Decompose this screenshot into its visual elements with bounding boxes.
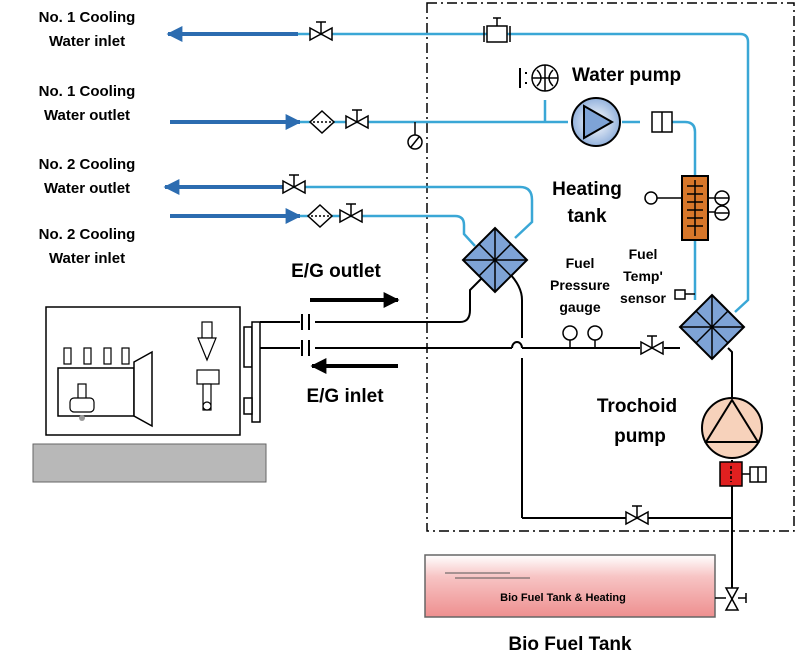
label-trochoid-2: pump bbox=[614, 426, 666, 447]
label-no2-outlet-2: Water outlet bbox=[44, 180, 130, 197]
label-no2-outlet-1: No. 2 Cooling bbox=[39, 156, 136, 173]
label-heating-tank-1: Heating bbox=[552, 179, 622, 200]
water-pump-indicator-icon bbox=[519, 64, 559, 92]
eg-couplings bbox=[301, 314, 310, 356]
label-eg-inlet: E/G inlet bbox=[306, 386, 384, 407]
water-pump-motor-icon bbox=[651, 111, 673, 133]
bio-fuel-tank bbox=[424, 554, 716, 618]
label-bio-fuel-tank: Bio Fuel Tank bbox=[508, 634, 632, 655]
fuel-pressure-gauges bbox=[562, 325, 603, 348]
label-water-pump: Water pump bbox=[572, 65, 681, 86]
temp-gauge-icon bbox=[407, 122, 423, 150]
bypass-valve bbox=[625, 505, 649, 526]
fuel-temp-sensor-icon bbox=[674, 289, 695, 300]
label-trochoid-1: Trochoid bbox=[597, 396, 677, 417]
label-fuel-pressure-1: Fuel bbox=[566, 255, 595, 271]
heating-tank bbox=[681, 175, 709, 241]
label-fuel-temp-1: Fuel bbox=[629, 246, 658, 262]
heating-tank-gauges bbox=[644, 190, 730, 221]
label-tank-inner: Bio Fuel Tank & Heating bbox=[500, 592, 626, 604]
label-heating-tank-2: tank bbox=[567, 206, 607, 227]
label-fuel-temp-3: sensor bbox=[620, 290, 666, 306]
fuel-filter bbox=[719, 461, 767, 487]
label-fuel-pressure-3: gauge bbox=[559, 299, 600, 315]
trochoid-pump bbox=[701, 397, 763, 459]
label-fuel-pressure-2: Pressure bbox=[550, 277, 610, 293]
cooling-valves bbox=[282, 21, 369, 224]
label-no1-inlet-2: Water inlet bbox=[49, 33, 125, 50]
fuel-lines bbox=[260, 271, 733, 600]
strainer-icons bbox=[306, 109, 336, 229]
heat-exchanger-left bbox=[461, 226, 529, 294]
label-fuel-temp-2: Temp' bbox=[623, 268, 663, 284]
cooling-labels: No. 1 Cooling Water inlet No. 1 Cooling … bbox=[39, 9, 136, 267]
heat-exchanger-right bbox=[678, 293, 746, 361]
label-no1-inlet-1: No. 1 Cooling bbox=[39, 9, 136, 26]
engine bbox=[45, 306, 261, 436]
flow-sensor-icon bbox=[483, 17, 511, 43]
label-eg-outlet: E/G outlet bbox=[291, 261, 381, 282]
cooling-water-lines bbox=[163, 26, 750, 313]
engine-base bbox=[32, 443, 267, 483]
label-no1-outlet-1: No. 1 Cooling bbox=[39, 83, 136, 100]
tank-valve bbox=[715, 587, 747, 611]
system-boundary bbox=[426, 2, 795, 532]
label-no2-inlet-1: No. 2 Cooling bbox=[39, 226, 136, 243]
water-pump bbox=[571, 97, 621, 147]
label-no2-inlet-2: Water inlet bbox=[49, 250, 125, 267]
fuel-valve bbox=[640, 335, 664, 356]
label-no1-outlet-2: Water outlet bbox=[44, 107, 130, 124]
